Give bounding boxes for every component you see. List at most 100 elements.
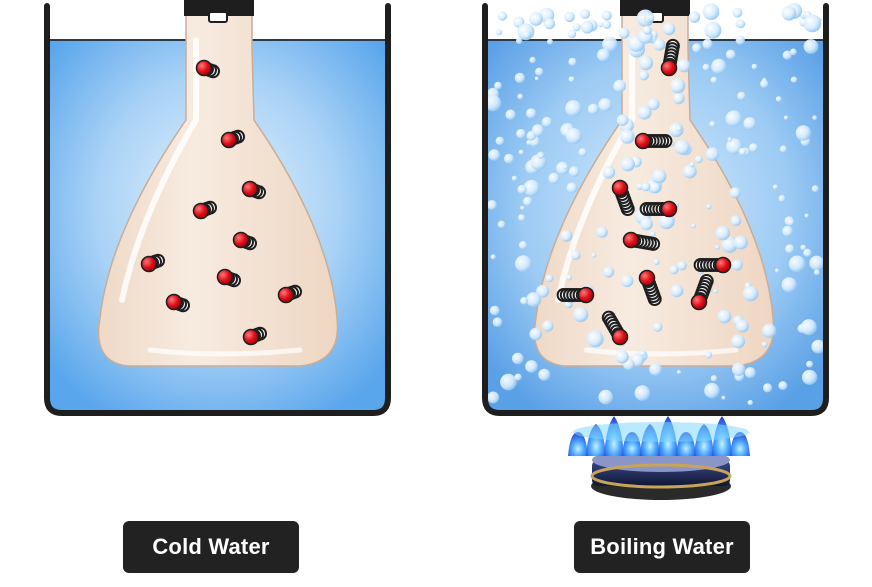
flame [568,432,588,456]
bubble [642,25,652,35]
molecule [195,59,213,77]
bubble [516,128,526,139]
bubble [566,182,578,193]
cold-molecule [277,284,302,304]
bubble [573,306,589,323]
bubble [504,153,514,164]
bubble [669,265,679,275]
bubble [602,36,618,52]
bubble [497,11,508,21]
bubble [529,12,543,26]
molecule [660,200,678,218]
bubble [721,236,738,253]
flame [730,432,750,456]
bubble [525,360,538,373]
boiling-molecule [639,200,678,218]
bubble [670,78,686,94]
molecule [220,131,238,149]
bubble [616,114,629,126]
bubble [516,37,523,44]
bubble [602,20,611,29]
bubble [514,373,522,381]
bubble [713,289,718,294]
bubble [571,250,581,260]
bubble [487,391,500,404]
cold-beaker-wall [44,3,391,416]
bubble [711,58,727,74]
bubble [729,187,741,199]
bubble [544,18,555,30]
bubble [511,175,518,181]
cold-flask [97,0,339,367]
bubble [568,76,575,83]
cold-flask-stopper-cap [208,11,228,23]
bubble [520,297,528,305]
bubble [568,166,580,177]
bubble [529,327,543,341]
bubble [505,109,516,120]
bubble [675,125,682,132]
cold-molecules [140,59,302,346]
bubble [636,9,655,27]
bubble [809,255,825,271]
bubble [710,76,718,84]
bubble [743,285,759,302]
boiling-molecule [556,286,595,304]
cold-molecule [232,231,257,251]
bubble [563,164,568,170]
bubble [730,215,742,227]
bubble [676,370,682,375]
bubble [567,29,577,39]
bubble [813,269,820,276]
bubble [523,196,533,207]
bubble [705,147,720,161]
bubble [487,200,497,210]
bubble [735,35,745,45]
cold-water-label: Cold Water [123,521,299,573]
bubble [653,322,663,332]
boiling-flask-stopper [620,0,690,16]
boiling-molecule [611,179,635,216]
bubble [804,213,809,218]
cold-beaker [44,0,391,416]
bubble [547,38,553,45]
flames [568,416,750,456]
bubble [800,244,807,251]
bubble [538,368,551,381]
boiling-molecules [556,38,732,346]
bubble [520,205,525,211]
bubble [785,244,795,254]
bubble [517,93,524,100]
bubble [736,19,746,29]
bubble [620,129,635,144]
bubble [781,6,797,21]
bubble [778,195,786,202]
bubble [692,43,702,53]
bubble [587,103,599,115]
bubble [515,255,532,273]
bubble [602,166,616,179]
bubble [490,254,496,260]
cold-flask-highlight [119,37,199,303]
bubble [803,248,812,257]
bubble [689,162,695,168]
bubble [800,319,817,336]
bubble [674,139,690,155]
bubble [763,383,773,393]
bubble [747,399,753,406]
bubble [545,274,554,283]
molecule [277,286,295,304]
bubble [564,11,575,23]
bubble [662,22,676,36]
bubble [534,76,539,81]
bubble [694,155,703,164]
cold-flask-stopper [184,0,254,16]
bubble [715,225,731,241]
bubble [514,72,526,84]
boiling-flask-highlight-base [583,347,739,357]
bubble [682,164,697,179]
bubble [811,185,819,193]
bubble [485,95,502,112]
bubble [704,382,720,399]
